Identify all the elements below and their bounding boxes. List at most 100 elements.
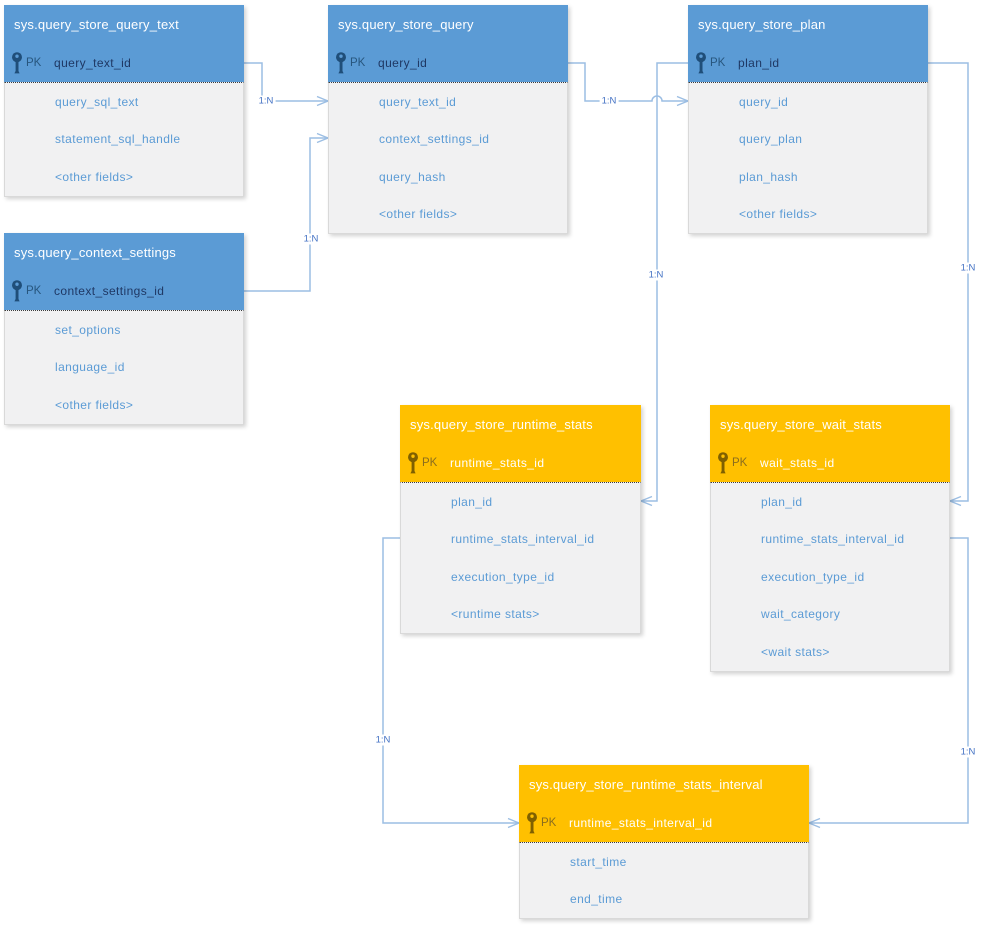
pk-field-name: runtime_stats_interval_id [569, 816, 713, 830]
primary-key-icon [695, 52, 708, 79]
field-row: plan_id [711, 483, 949, 521]
primary-key-icon [717, 452, 730, 479]
relationship-line [244, 62, 328, 102]
pk-label: PK [710, 57, 726, 69]
pk-field-name: context_settings_id [54, 284, 165, 298]
field-name: runtime_stats_interval_id [761, 532, 905, 547]
field-row: query_sql_text [5, 83, 243, 121]
table-title: sys.query_store_query [328, 5, 568, 44]
field-row: plan_id [401, 483, 640, 521]
table-title: sys.query_store_runtime_stats_interval [519, 765, 809, 804]
field-row: <other fields> [689, 196, 927, 234]
field-row: <other fields> [5, 158, 243, 196]
field-row: context_settings_id [329, 121, 567, 159]
primary-key-icon [526, 812, 539, 839]
table-fields: set_options language_id <other fields> [4, 310, 244, 425]
cardinality-label: 1:N [646, 269, 666, 281]
pk-field-name: query_id [378, 56, 428, 70]
primary-key-row: PK plan_id [688, 44, 928, 82]
field-row: execution_type_id [401, 558, 640, 596]
field-row: language_id [5, 349, 243, 387]
field-name: statement_sql_handle [55, 132, 181, 147]
primary-key-icon [11, 52, 24, 79]
pk-label: PK [26, 57, 42, 69]
cardinality-label: 1:N [301, 233, 321, 245]
field-name: start_time [570, 854, 627, 869]
pk-field-name: runtime_stats_id [450, 456, 545, 470]
relationship-line [244, 137, 328, 292]
field-row: execution_type_id [711, 558, 949, 596]
field-name: <other fields> [379, 207, 458, 222]
field-row: query_hash [329, 158, 567, 196]
field-name: <other fields> [55, 397, 134, 412]
pk-field-name: plan_id [738, 56, 780, 70]
field-name: <runtime stats> [451, 607, 540, 622]
table-fields: query_sql_text statement_sql_handle <other… [4, 82, 244, 197]
field-row: query_text_id [329, 83, 567, 121]
field-row: runtime_stats_interval_id [711, 521, 949, 559]
arrowhead-icon [807, 817, 821, 829]
arrowhead-icon [639, 495, 653, 507]
field-name: query_sql_text [55, 94, 139, 109]
primary-key-row: PK context_settings_id [4, 272, 244, 310]
field-name: runtime_stats_interval_id [451, 532, 595, 547]
relationship-line [382, 537, 519, 824]
field-row: set_options [5, 311, 243, 349]
field-name: <wait stats> [761, 644, 830, 659]
cardinality-label: 1:N [256, 95, 276, 107]
primary-key-icon [11, 280, 24, 307]
pk-field-name: wait_stats_id [760, 456, 835, 470]
table-fields: plan_id runtime_stats_interval_id executio… [710, 482, 950, 672]
field-row: start_time [520, 843, 808, 881]
cardinality-label: 1:N [958, 262, 978, 274]
field-row: query_id [689, 83, 927, 121]
table-fields: start_time end_time [519, 842, 809, 919]
field-name: plan_id [451, 494, 493, 509]
field-name: query_id [739, 94, 789, 109]
field-name: query_hash [379, 169, 446, 184]
table-fields: query_text_id context_settings_id query_ha… [328, 82, 568, 234]
table-title: sys.query_store_query_text [4, 5, 244, 44]
table-fields: plan_id runtime_stats_interval_id executio… [400, 482, 641, 634]
arrowhead-icon [948, 495, 962, 507]
field-row: <runtime stats> [401, 596, 640, 634]
field-name: end_time [570, 892, 623, 907]
field-row: <other fields> [5, 386, 243, 424]
relationship-line [641, 62, 688, 502]
field-name: query_plan [739, 132, 803, 147]
cardinality-label: 1:N [599, 95, 619, 107]
field-name: execution_type_id [761, 569, 865, 584]
field-name: plan_id [761, 494, 803, 509]
field-name: query_text_id [379, 94, 457, 109]
field-row: end_time [520, 881, 808, 919]
cardinality-label: 1:N [373, 734, 393, 746]
relationship-line [809, 537, 969, 824]
field-name: language_id [55, 360, 125, 375]
cardinality-label: 1:N [958, 746, 978, 758]
pk-label: PK [26, 285, 42, 297]
field-row: statement_sql_handle [5, 121, 243, 159]
field-name: execution_type_id [451, 569, 555, 584]
field-name: plan_hash [739, 169, 798, 184]
field-name: wait_category [761, 607, 841, 622]
table-fields: query_id query_plan plan_hash <other fields… [688, 82, 928, 234]
field-name: context_settings_id [379, 132, 490, 147]
field-row: <other fields> [329, 196, 567, 234]
field-row: runtime_stats_interval_id [401, 521, 640, 559]
field-name: set_options [55, 322, 121, 337]
relationship-line [568, 62, 688, 102]
pk-label: PK [422, 457, 438, 469]
table-title: sys.query_store_plan [688, 5, 928, 44]
primary-key-icon [407, 452, 420, 479]
